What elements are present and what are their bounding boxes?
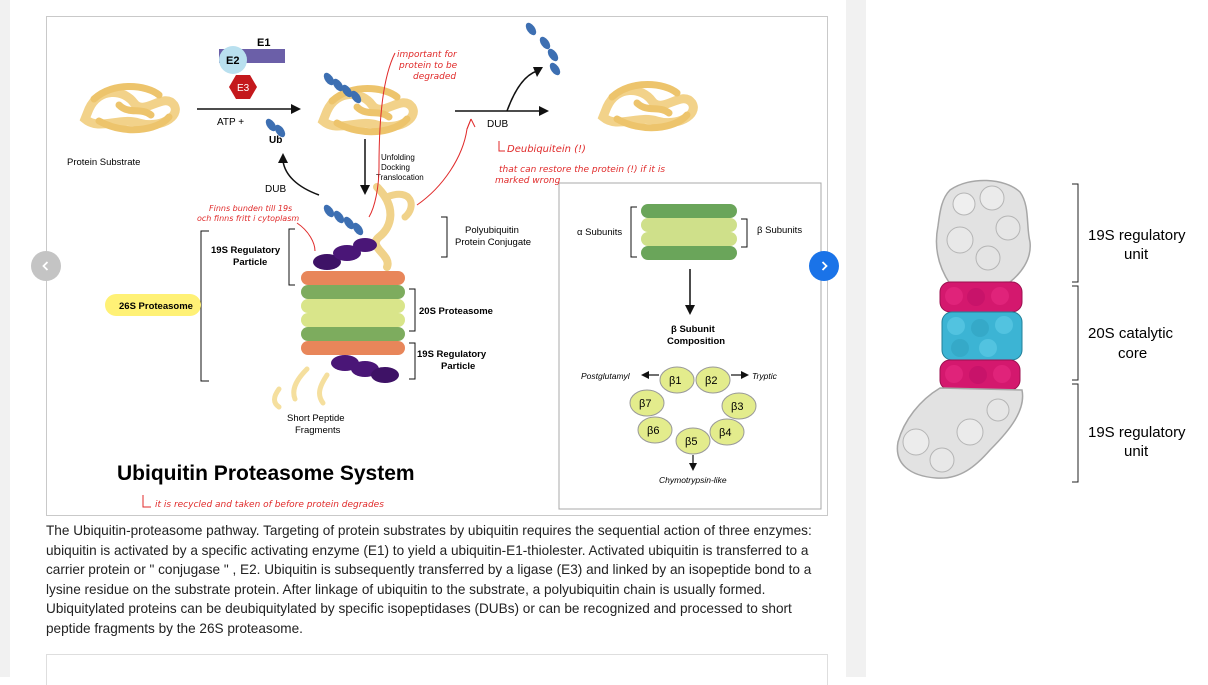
beta-6-label: β6 <box>647 425 659 437</box>
short-peptide-label-1: Fragments <box>295 425 341 436</box>
beta-ring: β1 β2 β3 β4 β5 β6 β7 <box>629 366 757 455</box>
26s-badge <box>105 294 201 316</box>
chymotrypsin-label: Chymotrypsin-like <box>659 475 727 485</box>
beta-composition-label-1: Composition <box>667 336 725 347</box>
note-important-1: protein to be <box>398 61 458 71</box>
proteasome-3d-model <box>896 179 1031 479</box>
chevron-right-icon <box>821 261 828 271</box>
unfolding-label-2: Translocation <box>376 173 424 182</box>
note-important-2: degraded <box>413 72 456 82</box>
polyubiquitin-label-0: Polyubiquitin <box>465 225 519 236</box>
26s-label: 26S Proteasome <box>119 301 193 312</box>
e2-label: E2 <box>226 55 239 67</box>
atp-label: ATP + <box>217 117 244 128</box>
structure-middle-label-1: core <box>1118 345 1147 362</box>
released-protein-blob <box>603 85 693 128</box>
ubiquitin-diagram: E1 E2 E3 ATP + Ub Protein Substrate DUB … <box>46 16 828 516</box>
beta-1-label: β1 <box>669 375 681 387</box>
tagged-protein-blob <box>323 89 413 132</box>
unfolding-label-1: Docking <box>381 163 410 172</box>
structure-bottom-label-1: unit <box>1124 443 1149 460</box>
reg-bottom-label-1: Particle <box>441 361 475 372</box>
beta-4-label: β4 <box>719 427 731 439</box>
chevron-left-icon <box>42 261 49 271</box>
unfolding-label-0: Unfolding <box>381 153 415 162</box>
note-restore-1: marked wrong <box>495 176 561 186</box>
alpha-subunits-label: α Subunits <box>577 227 622 238</box>
beta-3-label: β3 <box>731 401 743 413</box>
note-restore-0: that can restore the protein (!) if it i… <box>499 165 665 175</box>
figure-caption: The Ubiquitin-proteasome pathway. Target… <box>46 523 812 636</box>
20s-subunit-model <box>641 204 737 260</box>
postglutamyl-label: Postglutamyl <box>581 371 631 381</box>
structure-top-label-0: 19S regulatory <box>1088 227 1186 244</box>
e3-label: E3 <box>237 83 250 94</box>
carousel-next-button[interactable] <box>809 251 839 281</box>
note-important-0: important for <box>397 50 458 60</box>
note-recycled: it is recycled and taken of before prote… <box>155 500 384 510</box>
short-peptide-label-0: Short Peptide <box>287 413 345 424</box>
reg-top-label-1: Particle <box>233 257 267 268</box>
tryptic-label: Tryptic <box>752 371 778 381</box>
beta-subunits-label: β Subunits <box>757 225 802 236</box>
beta-composition-label-0: β Subunit <box>671 324 716 335</box>
structure-top-label-1: unit <box>1124 246 1149 263</box>
reg-bottom-label-0: 19S Regulatory <box>417 349 487 360</box>
protein-substrate-label: Protein Substrate <box>67 157 140 168</box>
e1-label: E1 <box>257 37 270 49</box>
carousel-prev-button[interactable] <box>31 251 61 281</box>
structure-middle-label-0: 20S catalytic <box>1088 325 1174 342</box>
20s-label: 20S Proteasome <box>419 306 493 317</box>
diagram-title: Ubiquitin Proteasome System <box>117 462 415 485</box>
reg-top-label-0: 19S Regulatory <box>211 245 281 256</box>
note-finns-1: och finns fritt i cytoplasm <box>197 214 299 223</box>
proteasome-structure-figure: 19S regulatory unit 20S catalytic core 1… <box>880 170 1208 500</box>
dub-left-label: DUB <box>265 184 286 195</box>
beta-5-label: β5 <box>685 436 697 448</box>
note-finns-0: Finns bunden till 19s <box>209 204 292 213</box>
polyubiquitin-label-1: Protein Conjugate <box>455 237 531 248</box>
beta-7-label: β7 <box>639 398 651 410</box>
dub-right-label: DUB <box>487 119 508 130</box>
protein-substrate-blob <box>85 87 175 130</box>
beta-2-label: β2 <box>705 375 717 387</box>
ub-label: Ub <box>269 135 282 146</box>
proteasome-model <box>301 183 415 383</box>
next-content-card <box>46 654 828 685</box>
e2-shape <box>219 46 247 74</box>
structure-bottom-label-0: 19S regulatory <box>1088 424 1186 441</box>
e3-shape <box>229 75 257 99</box>
note-deubiquitin: Deubiquitein (!) <box>507 144 586 155</box>
